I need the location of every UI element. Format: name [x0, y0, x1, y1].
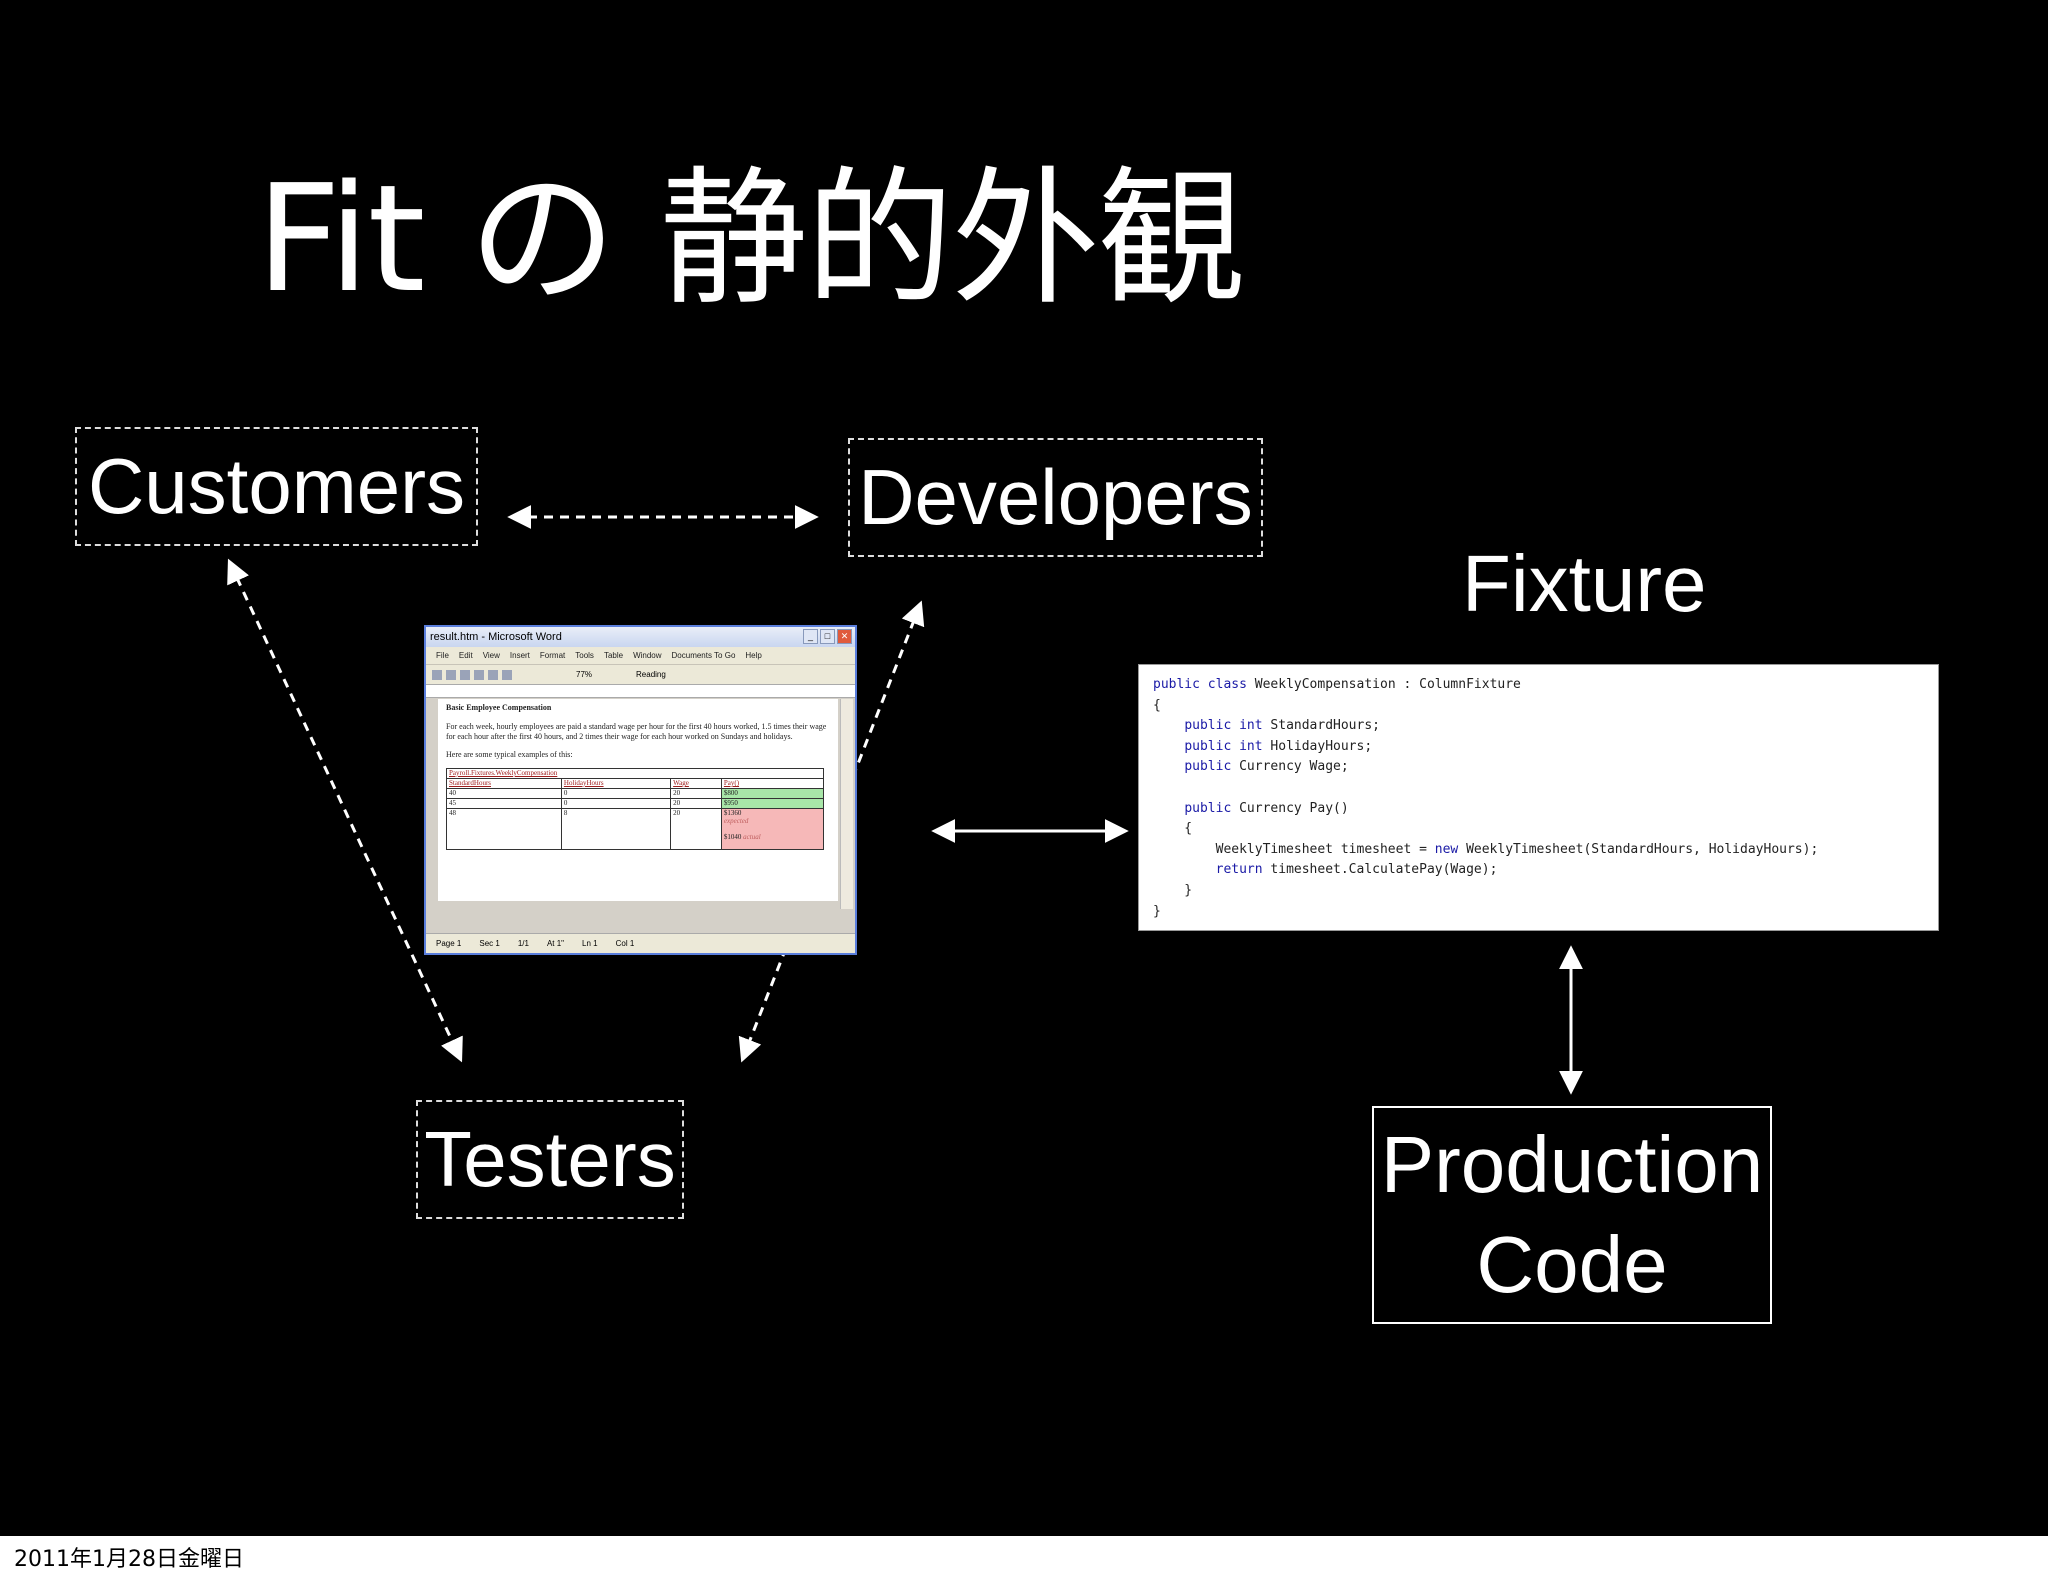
spellcheck-icon	[502, 669, 512, 680]
fixture-code-screenshot: public class WeeklyCompensation : Column…	[1138, 664, 1939, 931]
table-cell-fail: $1360 expected $1040 actual	[720, 808, 825, 850]
testers-box: Testers	[416, 1100, 684, 1219]
table-cell: 20	[670, 788, 722, 799]
table-cell: 20	[670, 798, 722, 809]
production-code-box: Production Code	[1372, 1106, 1772, 1324]
table-header: Wage	[670, 778, 722, 789]
expected-label: expected	[723, 817, 749, 825]
production-label-line1: Production	[1380, 1120, 1764, 1209]
code-line	[1153, 778, 1924, 799]
doc-paragraph: Here are some typical examples of this:	[446, 750, 573, 759]
word-menu-item: Edit	[458, 651, 473, 660]
code-line: public int StandardHours;	[1184, 718, 1380, 734]
footer-date: 2011年1月28日金曜日	[14, 1547, 244, 1572]
maximize-icon: □	[820, 629, 835, 644]
word-menu-item: Documents To Go	[671, 651, 736, 660]
customers-label: Customers	[87, 442, 466, 530]
footer-bar: 2011年1月28日金曜日	[0, 1536, 2048, 1576]
zoom-value: 77%	[576, 670, 593, 679]
arrow-customers-testers	[227, 558, 463, 1063]
word-menu-item: Insert	[509, 651, 530, 660]
actual-label: actual	[743, 833, 761, 841]
open-icon	[446, 669, 456, 680]
save-icon	[460, 669, 470, 680]
code-line: public class WeeklyCompensation : Column…	[1153, 677, 1521, 692]
word-menu-item: Format	[539, 651, 566, 660]
production-label-line2: Code	[1476, 1220, 1668, 1309]
word-menu-item: Tools	[575, 651, 594, 660]
doc-paragraph: For each week, hourly employees are paid…	[446, 722, 827, 741]
preview-icon	[488, 669, 498, 680]
status-item: 1/1	[517, 939, 529, 948]
close-icon: ✕	[837, 629, 852, 644]
fit-table: Payroll.Fixtures.WeeklyCompensation Stan…	[446, 768, 825, 850]
code-line: }	[1153, 882, 1193, 898]
status-item: At 1"	[546, 939, 565, 948]
word-menu-item: Help	[745, 651, 762, 660]
fixture-label: Fixture	[1462, 539, 1707, 628]
slide-title: Fit の 静的外観	[256, 153, 1246, 325]
table-cell: 20	[670, 808, 722, 850]
code-line: public Currency Wage;	[1184, 759, 1349, 775]
word-menubar: File Edit View Insert Format Tools Table…	[426, 647, 855, 664]
table-row: 48 8 20 $1360 expected $1040 actual	[446, 808, 825, 850]
table-cell: 0	[560, 798, 672, 809]
word-menu-item: Window	[633, 651, 662, 660]
word-toolbar: 77% Reading	[426, 664, 855, 684]
slide: Fit の 静的外観 Customers Developers Testers …	[0, 0, 2048, 1536]
table-header: StandardHours	[446, 778, 562, 789]
table-cell: 45	[446, 798, 562, 809]
new-doc-icon	[432, 669, 442, 680]
table-cell-pass: $950	[720, 798, 825, 809]
word-window-screenshot: result.htm - Microsoft Word _ □ ✕ File E…	[424, 625, 857, 955]
minimize-icon: _	[803, 629, 818, 644]
code-line: public int HolidayHours;	[1184, 738, 1373, 754]
table-cell: 0	[560, 788, 672, 799]
status-item: Page 1	[436, 939, 462, 948]
developers-box: Developers	[848, 438, 1263, 557]
word-ruler	[426, 684, 855, 698]
code-line: {	[1153, 821, 1193, 837]
status-item: Sec 1	[479, 939, 500, 948]
developers-label: Developers	[858, 453, 1253, 541]
table-row: 45 0 20 $950	[446, 798, 825, 809]
word-menu-item: View	[482, 651, 500, 660]
word-statusbar: Page 1 Sec 1 1/1 At 1" Ln 1 Col 1	[426, 933, 855, 953]
fixture-name-cell: Payroll.Fixtures.WeeklyCompensation	[446, 768, 824, 779]
word-titlebar: result.htm - Microsoft Word _ □ ✕	[426, 627, 855, 647]
doc-heading: Basic Employee Compensation	[446, 703, 552, 712]
code-line: {	[1153, 697, 1161, 713]
code-line: return timesheet.CalculatePay(Wage);	[1215, 862, 1498, 878]
word-document-page: Basic Employee Compensation For each wee…	[438, 699, 838, 901]
word-scrollbar	[840, 699, 853, 909]
table-cell: 48	[446, 808, 562, 850]
status-item: Col 1	[615, 939, 635, 948]
table-cell: 8	[560, 808, 672, 850]
word-title: result.htm - Microsoft Word	[430, 631, 562, 643]
table-cell: 40	[446, 788, 562, 799]
testers-label: Testers	[424, 1115, 676, 1203]
print-icon	[474, 669, 484, 680]
customers-box: Customers	[75, 427, 478, 546]
code-line: WeeklyTimesheet timesheet = new WeeklyTi…	[1153, 841, 1819, 857]
table-cell-pass: $800	[720, 788, 825, 799]
code-line: }	[1153, 903, 1161, 919]
reading-button: Reading	[636, 670, 666, 679]
word-menu-item: Table	[603, 651, 624, 660]
word-menu-item: File	[436, 651, 449, 660]
expected-value: $1360	[723, 809, 742, 817]
code-line: public Currency Pay()	[1184, 800, 1349, 816]
table-header: Pay()	[720, 778, 825, 789]
actual-value: $1040	[723, 833, 742, 841]
status-item: Ln 1	[582, 939, 598, 948]
table-row: 40 0 20 $800	[446, 788, 825, 799]
table-header: HolidayHours	[560, 778, 672, 789]
